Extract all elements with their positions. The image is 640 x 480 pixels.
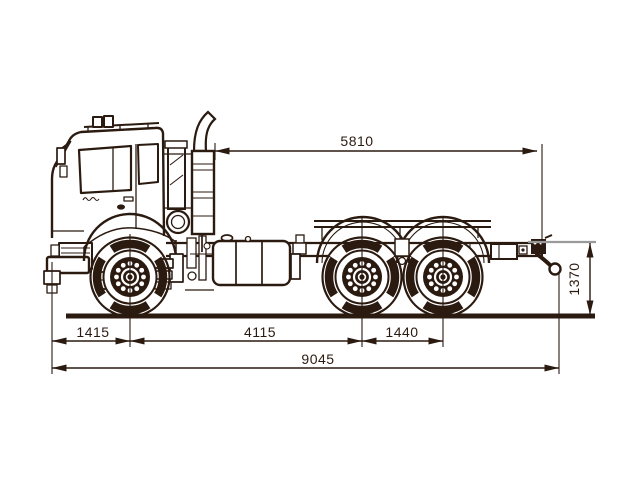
cab-script-badge [82,196,100,202]
dimension-label-middle-to-rear-axle: 1440 [385,324,419,340]
dimension-label-overall-length: 9045 [301,351,335,367]
air-intake [164,140,192,235]
driveline-parts [290,234,307,280]
dimension-label-front-to-middle-axle: 4115 [243,324,277,340]
headlight [50,244,60,257]
rear-equipment-box [490,243,528,260]
door-window [77,144,133,195]
dimension-label-front-overhang: 1415 [76,324,110,340]
quarter-window [137,143,159,185]
exhaust-stack [190,110,217,252]
front-bumper [45,255,91,275]
extension-lines [51,143,596,374]
roof-marker-lamp [92,116,103,128]
dimension-label-frame-height: 1370 [566,262,582,296]
roof-marker-lamp [103,115,114,128]
mirror [56,147,66,165]
dimension-label-behind-cab-to-frame-end: 5810 [340,133,374,149]
axle-centerlines [129,216,444,347]
door-emblem [117,204,125,210]
dimension-lines [52,147,594,372]
mirror-lower [59,165,68,178]
fuel-tank [211,234,292,287]
door-handle [123,196,134,202]
behind-cab-equipment [185,235,214,291]
